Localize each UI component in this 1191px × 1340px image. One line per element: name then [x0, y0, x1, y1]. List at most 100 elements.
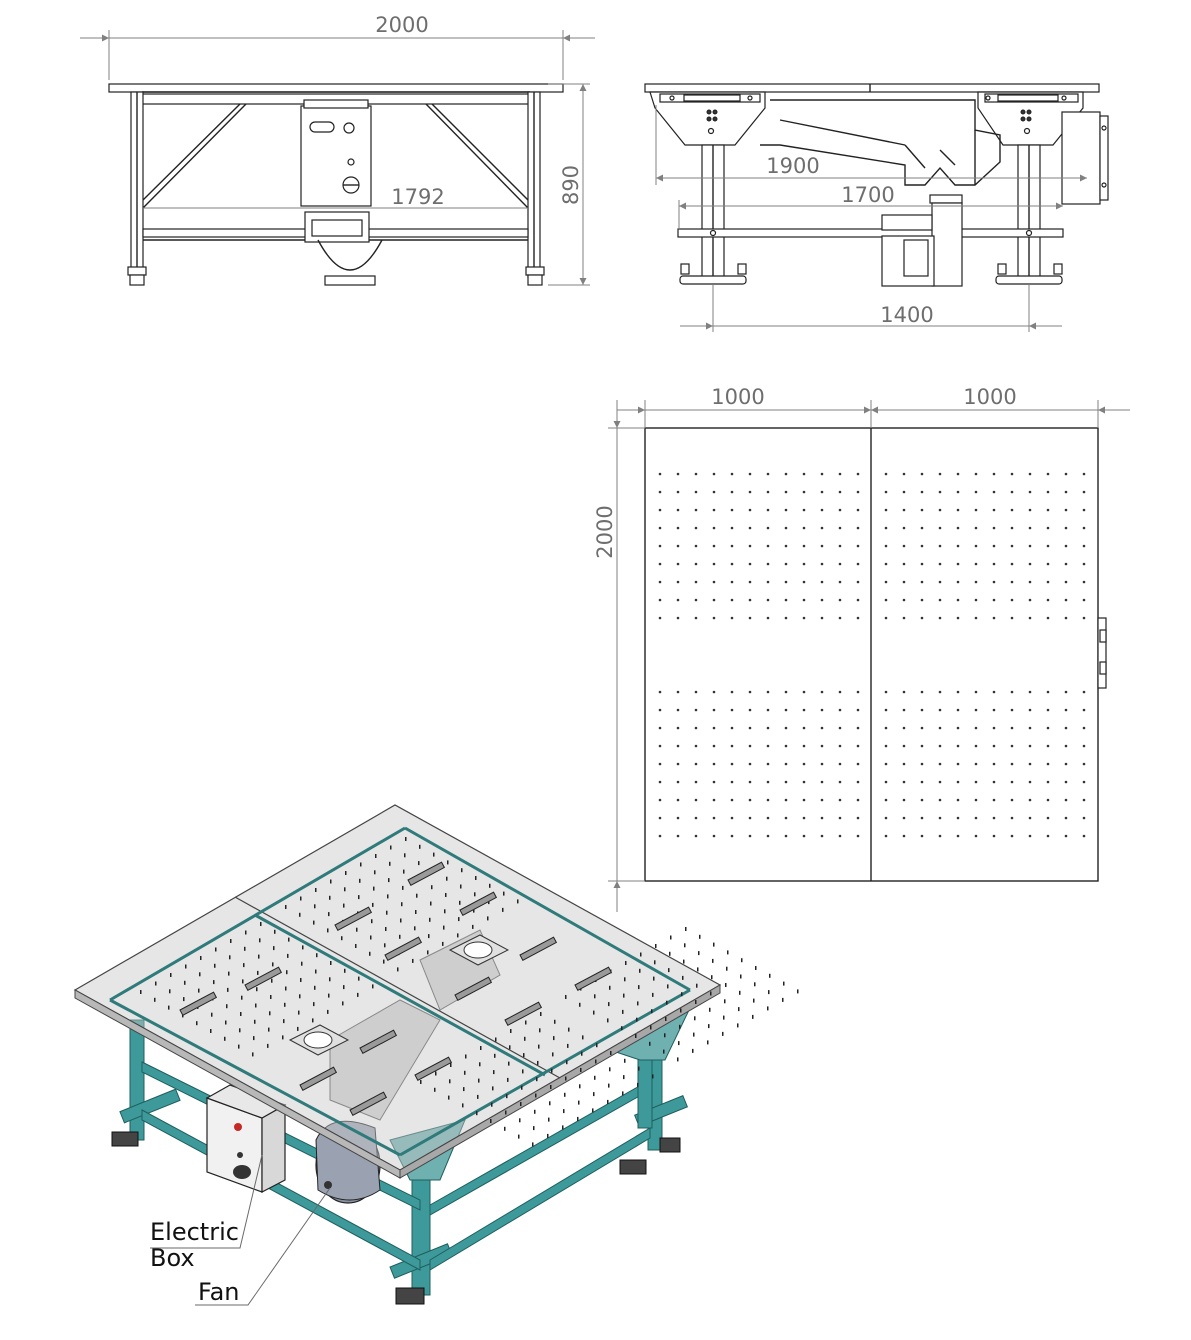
perforation-dot: [802, 834, 806, 838]
iso-perforation-mark: [450, 1063, 452, 1067]
iso-perforation-mark: [652, 992, 654, 997]
iso-slot: [574, 966, 613, 991]
perforation-dot: [694, 726, 698, 730]
top-right-width-label: 1000: [963, 385, 1016, 409]
perforation-dot: [748, 816, 752, 820]
iso-perforation-mark: [428, 934, 430, 939]
iso-perforation-mark: [356, 927, 358, 932]
perforation-dot: [1046, 526, 1050, 530]
iso-perforation-mark: [623, 1075, 625, 1080]
perforation-dot: [992, 598, 996, 602]
perforation-dot: [676, 580, 680, 584]
perforation-dot: [658, 780, 662, 784]
iso-perforation-mark: [622, 1009, 624, 1014]
iso-perforation-mark: [581, 1051, 583, 1056]
iso-perforation-mark: [300, 978, 302, 982]
perforation-dot: [820, 526, 824, 530]
perforation-dot: [956, 490, 960, 494]
iso-perforation-mark: [768, 990, 770, 995]
iso-perforation-mark: [254, 1019, 256, 1024]
iso-perforation-mark: [697, 967, 699, 972]
perforation-dot: [920, 780, 924, 784]
iso-perforation-mark: [493, 1070, 495, 1075]
perforation-dot: [920, 798, 924, 802]
perforation-dot: [730, 598, 734, 602]
iso-perforation-mark: [480, 1046, 482, 1050]
perforation-dot: [658, 544, 662, 548]
iso-perforation-mark: [169, 989, 171, 994]
perforation-dot: [1046, 580, 1050, 584]
iso-perforation-mark: [301, 961, 303, 966]
iso-perforation-mark: [256, 987, 258, 992]
iso-perforation-mark: [215, 947, 217, 952]
perforation-dot: [802, 562, 806, 566]
iso-perforation-mark: [707, 1040, 709, 1045]
perforation-dot: [802, 472, 806, 476]
perforation-dot: [1064, 708, 1068, 712]
perforation-dot: [1082, 816, 1086, 820]
electric-box-label-line2: Box: [150, 1244, 195, 1272]
perforation-dot: [884, 598, 888, 602]
perforation-dot: [658, 816, 662, 820]
iso-perforation-mark: [170, 973, 172, 977]
iso-feet: [111, 1131, 681, 1305]
iso-perforation-mark: [522, 1069, 524, 1074]
perforation-dot: [820, 744, 824, 748]
perforation-dot: [938, 544, 942, 548]
iso-perforation-mark: [725, 983, 727, 987]
perforation-dot: [712, 744, 716, 748]
perforation-dot: [1010, 580, 1014, 584]
iso-perforation-mark: [431, 885, 433, 890]
iso-perforation-mark: [669, 951, 671, 956]
iso-perforation-mark: [652, 1074, 654, 1079]
perforation-dot: [1064, 744, 1068, 748]
perforation-dot: [694, 798, 698, 802]
iso-perforation-mark: [229, 955, 231, 960]
iso-perforation-mark: [288, 937, 290, 942]
perforation-dot: [856, 616, 860, 620]
perforation-dot: [784, 816, 788, 820]
iso-slot: [504, 1001, 543, 1026]
perforation-dot: [920, 598, 924, 602]
perforation-dot: [856, 834, 860, 838]
perforation-dot: [838, 526, 842, 530]
perforation-dot: [1082, 526, 1086, 530]
perforation-dot: [956, 726, 960, 730]
iso-perforation-mark: [404, 853, 406, 858]
iso-perforation-mark: [271, 978, 273, 983]
iso-perforation-mark: [594, 994, 596, 999]
iso-perforation-mark: [185, 964, 187, 969]
perforation-dot: [676, 708, 680, 712]
perforation-dot: [694, 544, 698, 548]
perforation-dot: [956, 562, 960, 566]
perforation-dot: [838, 544, 842, 548]
perforation-dot: [884, 708, 888, 712]
iso-perforation-mark: [593, 1092, 595, 1097]
perforation-dot: [1028, 490, 1032, 494]
perforation-dot: [802, 508, 806, 512]
iso-perforation-mark: [227, 987, 229, 992]
perforation-dot: [694, 598, 698, 602]
iso-perforation-mark: [694, 1016, 696, 1021]
iso-perforation-mark: [403, 869, 405, 874]
iso-perforation-mark: [200, 956, 202, 960]
perforation-dot: [784, 726, 788, 730]
perforation-dot: [838, 726, 842, 730]
perforation-dot: [820, 562, 824, 566]
perforation-dot: [784, 690, 788, 694]
iso-perforation-mark: [608, 1002, 610, 1007]
iso-perforation-mark: [639, 968, 641, 973]
iso-perforation-mark: [268, 1027, 270, 1032]
perforation-dot: [1010, 798, 1014, 802]
perforation-dot: [938, 834, 942, 838]
iso-perforation-mark: [241, 995, 243, 1000]
iso-perforation-mark: [609, 985, 611, 990]
iso-perforation-mark: [708, 1024, 710, 1029]
perforation-dot: [956, 798, 960, 802]
perforation-dot: [730, 544, 734, 548]
perforation-dot: [784, 616, 788, 620]
iso-slots: [179, 861, 613, 1116]
iso-perforation-mark: [427, 950, 429, 955]
iso-top-frame: [109, 826, 691, 1157]
iso-perforation-mark: [696, 983, 698, 988]
